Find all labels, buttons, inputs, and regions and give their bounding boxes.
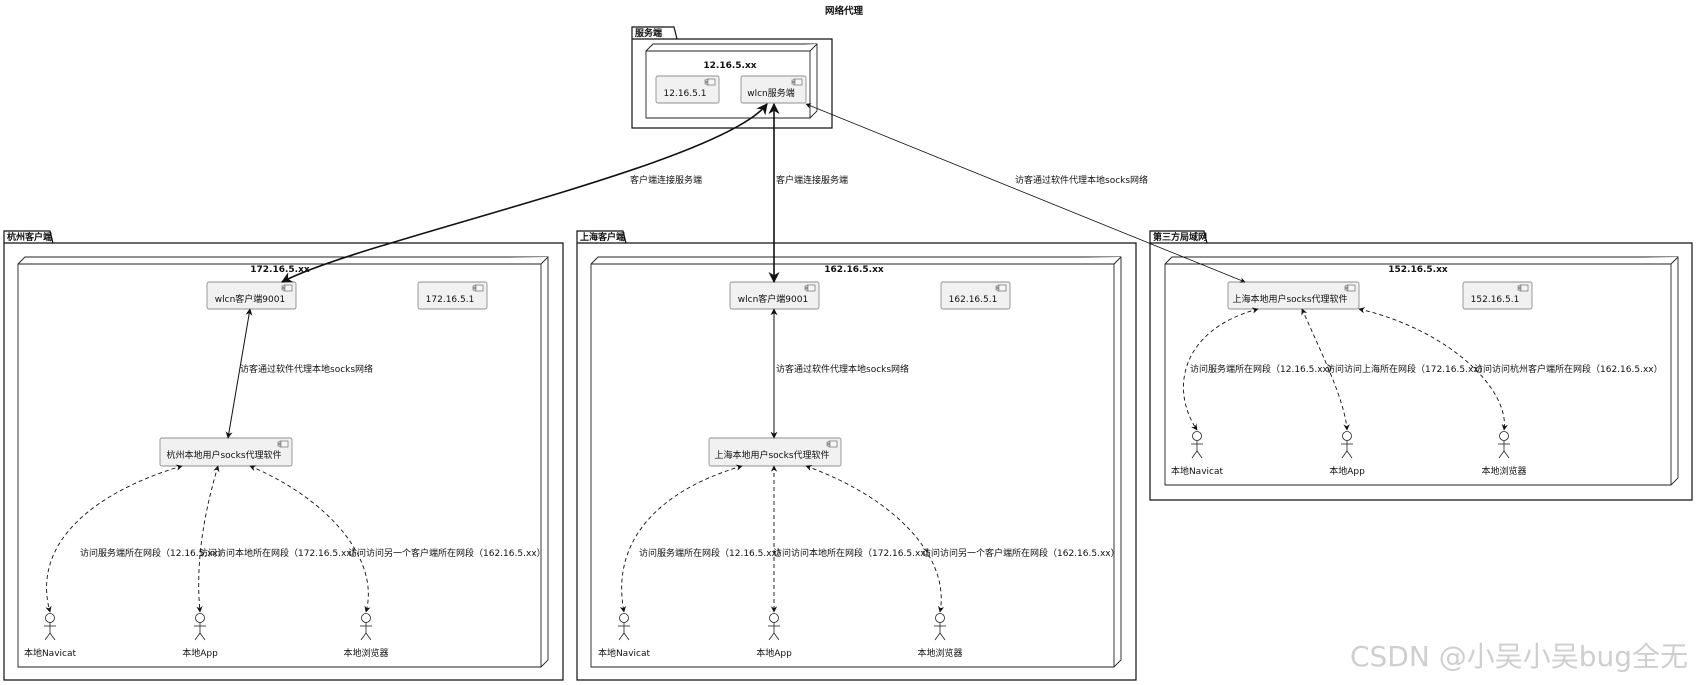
edge-label: 访问服务端所在网段（12.16.5.xx） [80, 547, 227, 559]
edge-label: 访问访问本地所在网段（172.16.5.xx） [773, 547, 935, 559]
actor-hangzhou-navicat[interactable]: 本地Navicat [24, 613, 77, 660]
package-server: 服务端 12.16.5.xx 12.16.5.1 wlcn服务端 [631, 26, 833, 129]
actor-label: 本地浏览器 [1481, 465, 1526, 477]
edge-label: 访客通过软件代理本地socks网络 [240, 363, 373, 375]
node-label: 152.16.5.xx [1388, 265, 1448, 275]
actor-hangzhou-browser[interactable]: 本地浏览器 [343, 613, 389, 660]
component-hangzhou-ip[interactable]: 172.16.5.1 [417, 281, 488, 310]
package-label: 杭州客户端 [7, 231, 52, 243]
actor-label: 本地Navicat [598, 647, 651, 659]
edge-shanghai-client-socks: 访客通过软件代理本地socks网络 [770, 308, 909, 439]
actor-shanghai-app[interactable]: 本地App [756, 613, 792, 660]
component-shanghai-socks[interactable]: 上海本地用户socks代理软件 [708, 437, 842, 467]
component-shanghai-ip[interactable]: 162.16.5.1 [940, 281, 1011, 310]
component-label: wlcn客户端9001 [215, 293, 285, 305]
edges: 客户端连接服务端 客户端连接服务端 访客通过软件代理本地socks网络 访客通过… [45, 102, 1663, 613]
component-third-party-socks[interactable]: 上海本地用户socks代理软件 [1227, 281, 1360, 310]
edge-third-party-browser: 访问访问杭州客户端所在网段（162.16.5.xx） [1358, 307, 1663, 431]
component-label: 12.16.5.1 [664, 89, 707, 99]
actor-label: 本地App [756, 647, 792, 659]
edge-label: 客户端连接服务端 [630, 174, 702, 186]
component-label: 上海本地用户socks代理软件 [1232, 293, 1347, 305]
edge-label: 访问访问杭州客户端所在网段（162.16.5.xx） [1474, 363, 1663, 375]
edge-server-hangzhou: 客户端连接服务端 [281, 103, 768, 283]
actor-shanghai-browser[interactable]: 本地浏览器 [917, 613, 963, 660]
edge-label: 客户端连接服务端 [776, 174, 848, 186]
edge-label: 访客通过软件代理本地socks网络 [776, 363, 909, 375]
component-third-party-ip[interactable]: 152.16.5.1 [1462, 281, 1533, 310]
package-shanghai: 上海客户端 162.16.5.xx wlcn客户端9001 162.16.5.1… [576, 230, 1137, 681]
node-label: 162.16.5.xx [824, 265, 884, 275]
edge-label: 访问访问另一个客户端所在网段（162.16.5.xx） [922, 547, 1120, 559]
component-shanghai-wlcn-client[interactable]: wlcn客户端9001 [729, 281, 820, 310]
package-hangzhou: 杭州客户端 172.16.5.xx wlcn客户端9001 172.16.5.1… [3, 230, 564, 681]
actor-label: 本地浏览器 [917, 647, 962, 659]
edge-shanghai-browser: 访问访问另一个客户端所在网段（162.16.5.xx） [805, 464, 1120, 613]
edge-shanghai-navicat: 访问服务端所在网段（12.16.5.xx） [619, 464, 786, 613]
component-hangzhou-socks[interactable]: 杭州本地用户socks代理软件 [159, 437, 293, 467]
node-label: 12.16.5.xx [703, 61, 756, 71]
component-server-ip[interactable]: 12.16.5.1 [655, 75, 720, 104]
edge-hangzhou-browser: 访问访问另一个客户端所在网段（162.16.5.xx） [249, 465, 546, 613]
edge-label: 访客通过软件代理本地socks网络 [1015, 174, 1148, 186]
node-shanghai-subnet: 162.16.5.xx [590, 256, 1122, 668]
edge-label: 访问访问上海所在网段（172.16.5.xx） [1326, 363, 1488, 375]
actor-third-party-app[interactable]: 本地App [1329, 431, 1365, 478]
actor-label: 本地Navicat [24, 647, 77, 659]
actor-label: 本地Navicat [1171, 465, 1224, 477]
edge-label: 访问服务端所在网段（12.16.5.xx） [639, 547, 786, 559]
actor-label: 本地App [182, 647, 218, 659]
package-label: 上海客户端 [580, 231, 625, 243]
component-hangzhou-wlcn-client[interactable]: wlcn客户端9001 [206, 281, 297, 310]
component-label: wlcn客户端9001 [738, 293, 808, 305]
actor-third-party-navicat[interactable]: 本地Navicat [1171, 431, 1224, 478]
edge-third-party-navicat: 访问服务端所在网段（12.16.5.xx） [1183, 307, 1337, 431]
actor-label: 本地浏览器 [343, 647, 388, 659]
component-label: 172.16.5.1 [426, 295, 475, 305]
component-label: 杭州本地用户socks代理软件 [166, 449, 281, 461]
actor-third-party-browser[interactable]: 本地浏览器 [1481, 431, 1527, 478]
edge-server-third-party: 访客通过软件代理本地socks网络 [805, 103, 1246, 283]
edge-label: 访问服务端所在网段（12.16.5.xx） [1190, 363, 1337, 375]
component-label: 上海本地用户socks代理软件 [714, 449, 829, 461]
actor-hangzhou-app[interactable]: 本地App [182, 613, 218, 660]
package-label: 第三方局域网 [1153, 231, 1207, 243]
node-label: 172.16.5.xx [250, 265, 310, 275]
diagram-title: 网络代理 [825, 5, 864, 17]
actor-shanghai-navicat[interactable]: 本地Navicat [598, 613, 651, 660]
actor-label: 本地App [1329, 465, 1365, 477]
watermark: CSDN @小吴小吴bug全无 [1350, 640, 1688, 673]
component-label: 162.16.5.1 [949, 295, 998, 305]
edge-hangzhou-client-socks: 访客通过软件代理本地socks网络 [225, 308, 373, 439]
edge-label: 访问访问另一个客户端所在网段（162.16.5.xx） [348, 547, 546, 559]
package-label: 服务端 [635, 27, 662, 39]
component-label: wlcn服务端 [747, 87, 795, 99]
component-wlcn-server[interactable]: wlcn服务端 [740, 75, 807, 104]
edge-label: 访问访问本地所在网段（172.16.5.xx） [199, 547, 361, 559]
edge-hangzhou-navicat: 访问服务端所在网段（12.16.5.xx） [45, 464, 227, 613]
component-label: 152.16.5.1 [1471, 295, 1520, 305]
